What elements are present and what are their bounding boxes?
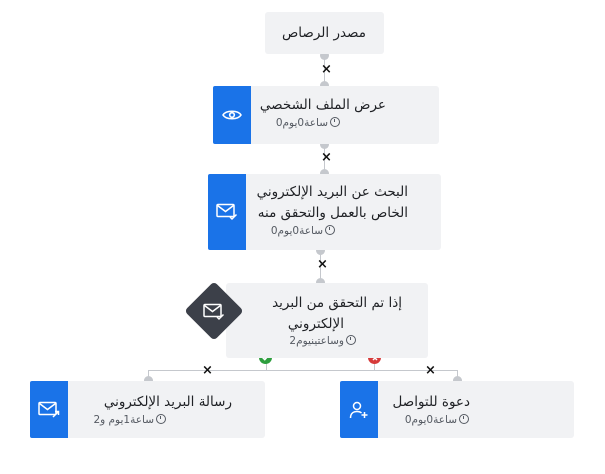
user-plus-icon <box>349 401 368 418</box>
remove-step-icon[interactable]: × <box>425 363 436 378</box>
branch-line <box>266 358 267 370</box>
clock-icon <box>346 335 356 345</box>
view-profile-node[interactable]: عرض الملف الشخصي ساعة0يوم0 <box>213 86 439 144</box>
remove-step-icon[interactable]: × <box>321 150 332 165</box>
connector-line <box>324 144 325 174</box>
connector-dot <box>320 140 329 149</box>
remove-step-icon[interactable]: × <box>321 62 332 77</box>
node-title: دعوة للتواصل <box>392 394 470 410</box>
node-delay: ساعة0يوم0 <box>276 117 340 129</box>
clock-icon <box>156 414 166 424</box>
node-delay: ساعة1يوم و2 <box>93 414 166 426</box>
step-icon-box <box>213 86 251 144</box>
eye-icon <box>222 110 242 120</box>
connector-line <box>324 54 325 86</box>
node-title-line1: إذا تم التحقق من البريد <box>272 295 402 311</box>
node-title-line2: الخاص بالعمل والتحقق منه <box>257 205 408 221</box>
node-title: عرض الملف الشخصي <box>259 97 386 113</box>
mail-check-icon <box>216 203 238 221</box>
connector-dot <box>144 376 153 385</box>
connector-line <box>320 250 321 283</box>
lead-source-node[interactable]: مصدر الرصاص <box>265 12 384 54</box>
node-delay: ساعة0يوم0 <box>271 225 335 237</box>
node-delay: وساعتينيوم2 <box>289 335 356 347</box>
node-title: رسالة البريد الإلكتروني <box>103 394 232 410</box>
remove-step-icon[interactable]: × <box>202 363 213 378</box>
email-message-node[interactable]: رسالة البريد الإلكتروني ساعة1يوم و2 <box>30 381 265 438</box>
node-title: مصدر الرصاص <box>281 25 366 41</box>
step-icon-box <box>340 381 378 438</box>
step-icon-box <box>208 174 246 250</box>
find-email-node[interactable]: البحث عن البريد الإلكتروني الخاص بالعمل … <box>208 174 441 250</box>
connector-dot <box>316 246 325 255</box>
remove-step-icon[interactable]: × <box>317 257 328 272</box>
connector-dot <box>316 278 325 287</box>
node-title-line1: البحث عن البريد الإلكتروني <box>256 184 408 200</box>
condition-email-verified-node[interactable]: إذا تم التحقق من البريد الإلكتروني وساعت… <box>226 283 428 358</box>
mail-send-icon <box>38 401 60 418</box>
connect-invite-node[interactable]: دعوة للتواصل ساعة0يوم0 <box>340 381 574 438</box>
connector-dot <box>320 51 329 60</box>
branch-line <box>374 358 375 370</box>
node-delay: ساعة0يوم0 <box>405 414 469 426</box>
step-icon-box <box>30 381 68 438</box>
connector-dot <box>320 169 329 178</box>
connector-dot <box>320 81 329 90</box>
clock-icon <box>325 225 335 235</box>
branch-line <box>148 370 458 371</box>
clock-icon <box>330 117 340 127</box>
node-title-line2: الإلكتروني <box>287 316 344 332</box>
connector-dot <box>453 376 462 385</box>
mail-check-icon <box>203 303 225 321</box>
clock-icon <box>459 414 469 424</box>
